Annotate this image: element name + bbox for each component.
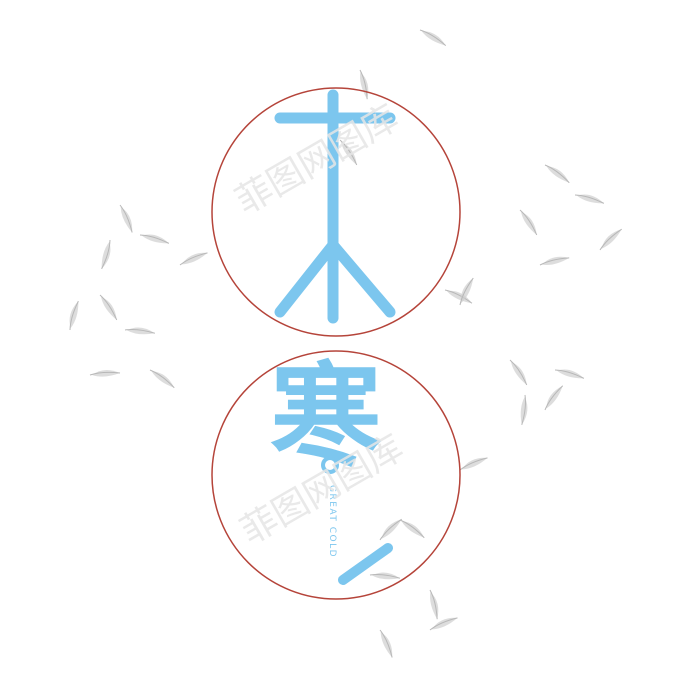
- feather-icon: [379, 629, 393, 658]
- feather-icon: [539, 256, 570, 266]
- feather-icon: [419, 29, 447, 46]
- feather-icon: [139, 234, 170, 244]
- feather-icon: [119, 204, 133, 233]
- feather-icon: [369, 572, 401, 580]
- feather-icon: [459, 457, 488, 471]
- feather-icon: [339, 139, 358, 166]
- feather-icon: [429, 617, 458, 631]
- feather-icon: [89, 369, 121, 377]
- feather-icon: [520, 394, 528, 426]
- feather-icon: [544, 164, 570, 184]
- feather-icon: [101, 239, 111, 270]
- top-circle: [211, 87, 461, 337]
- feather-icon: [554, 369, 585, 379]
- feather-icon: [544, 385, 564, 411]
- feather-icon: [124, 327, 156, 335]
- feather-icon: [459, 277, 474, 306]
- feather-icon: [179, 252, 208, 266]
- feather-icon: [444, 289, 473, 304]
- diagonal-stroke: [338, 543, 393, 585]
- feather-icon: [359, 69, 369, 100]
- feather-icon: [599, 228, 622, 251]
- ring-accent: [321, 456, 339, 474]
- bottom-circle: [211, 350, 461, 600]
- feather-icon-group: [69, 29, 622, 658]
- feather-icon: [519, 209, 538, 236]
- feather-icon: [429, 589, 439, 620]
- feather-icon: [509, 359, 528, 386]
- feather-icon: [99, 294, 118, 321]
- feather-icon: [379, 518, 402, 541]
- feather-icon: [399, 519, 425, 539]
- feather-icon: [574, 194, 605, 204]
- character-top-strokes: [274, 89, 396, 324]
- feather-icon: [149, 369, 175, 389]
- feather-icon: [69, 300, 79, 331]
- pinyin-label: DASHU: [328, 170, 337, 206]
- english-label: GREAT COLD: [327, 485, 337, 558]
